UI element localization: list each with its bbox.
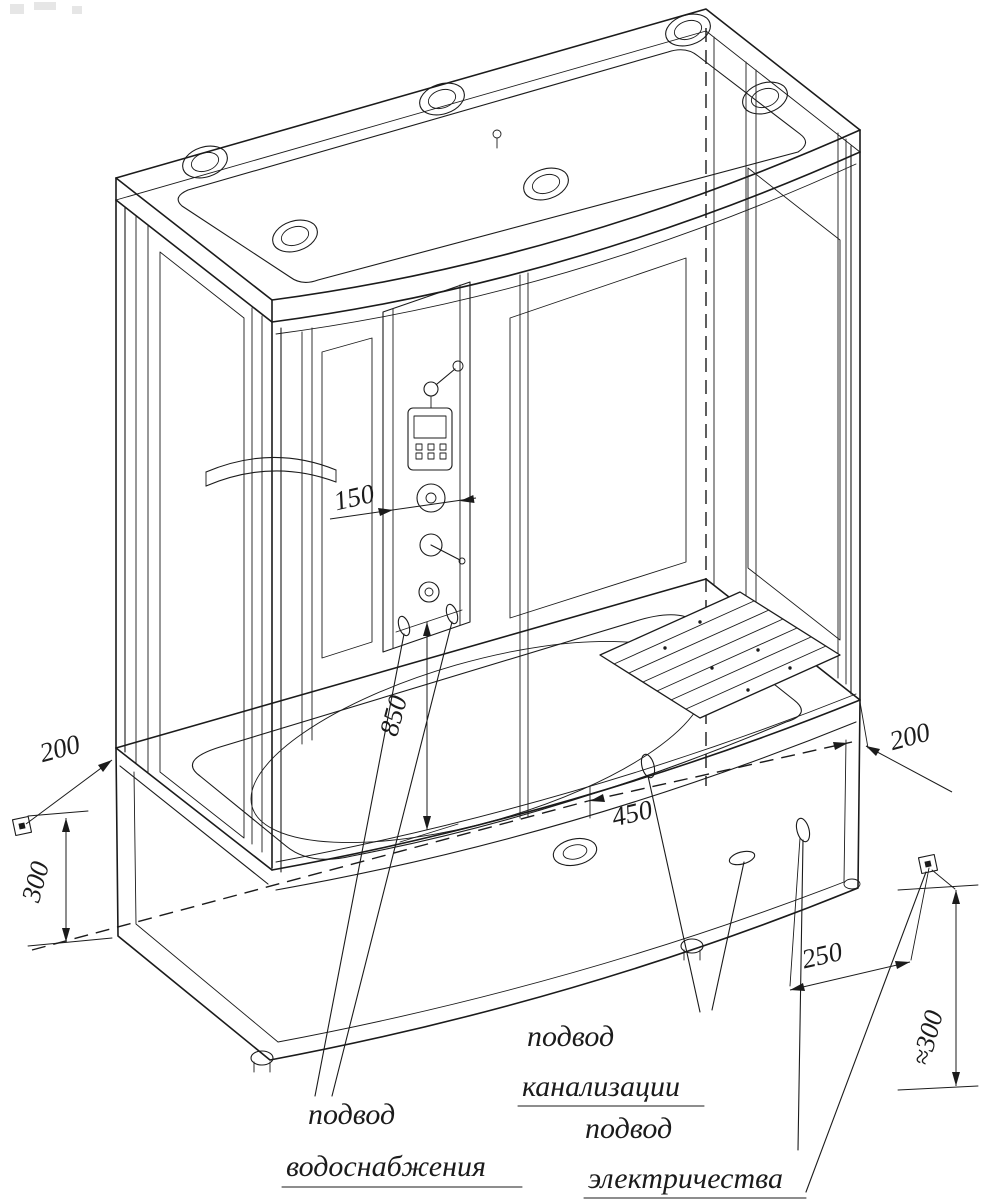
floor-construction-line [31,800,589,951]
tub-feet [250,878,861,1073]
whirlpool-badge [552,837,598,867]
bathtub-base [115,578,861,1073]
wall-outlet-left [11,815,33,837]
cabin-frame [115,28,861,873]
roof-vent-icon [492,129,502,149]
label-water-line2: водоснабжения [286,1150,486,1183]
scan-artifacts [10,2,82,14]
leader-sewer-2 [711,861,745,1011]
dim-200-right: 200 [859,701,953,793]
label-electric-line2: электричества [588,1162,783,1195]
dim-200-left: 200 [25,728,113,825]
leader-electric-1 [797,839,804,1151]
dim-450-value: 450 [609,794,656,832]
dim-250: 250 [789,837,930,991]
label-water-line1: подвод [308,1098,395,1131]
lower-knob [418,581,440,603]
ceiling-lights [182,13,788,253]
wall-outlet-right [917,853,939,875]
label-sewage: подвод канализации [517,1020,705,1107]
water-supply-points [397,603,459,637]
label-electricity: подвод электричества [583,1112,807,1199]
leader-lines [314,621,927,1193]
seat-slats [599,591,841,719]
diverter-knob [416,483,446,513]
leader-electric-2 [805,871,927,1193]
dim-450: 450 [587,741,853,832]
label-water-supply: подвод водоснабжения [281,1098,523,1188]
corner-shelf [205,456,337,487]
dim-300-left: 300 [15,810,113,947]
dim-850: 850 [374,609,463,843]
control-display [407,407,453,471]
dim-200-left-value: 200 [36,728,83,768]
shower-mixer-icon [423,360,464,409]
leader-water-2 [331,621,453,1097]
dim-150: 150 [329,478,477,520]
mixer-lever [419,533,466,565]
callout-labels: подвод канализации подвод водоснабжения … [281,1020,807,1199]
dim-150-value: 150 [331,478,378,516]
keypad-buttons [415,443,447,460]
dim-300-right: ≈300 [897,869,979,1091]
dim-300-left-value: 300 [15,858,55,906]
dim-200-right-value: 200 [886,716,933,756]
label-electric-line1: подвод [585,1112,672,1145]
leader-sewer-1 [647,775,701,1013]
dim-300-right-value: ≈300 [906,1007,949,1069]
dimensions: 150 850 450 200 [11,478,979,1091]
electricity-point [795,817,811,843]
dim-250-value: 250 [799,936,846,974]
label-sewage-line1: подвод [527,1020,614,1053]
label-sewage-line2: канализации [522,1070,680,1103]
sewage-points [640,753,756,866]
leader-water-1 [314,633,405,1097]
control-panel [382,281,471,653]
